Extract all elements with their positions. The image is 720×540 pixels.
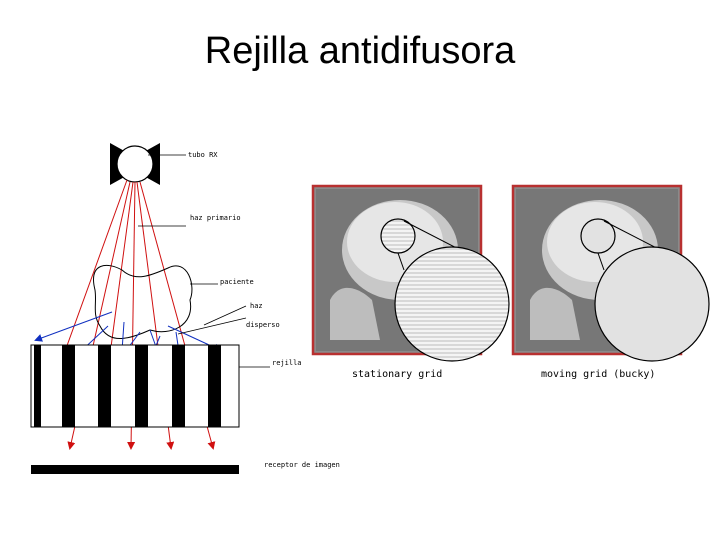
antiscatter-grid bbox=[31, 345, 239, 427]
xray-tube-icon bbox=[110, 143, 160, 185]
scatter-label-1: haz bbox=[250, 302, 263, 310]
receptor-label: receptor de imagen bbox=[264, 461, 340, 469]
moving-grid-image bbox=[513, 186, 709, 361]
stationary-grid-image bbox=[313, 186, 509, 361]
patient-label: paciente bbox=[220, 278, 254, 286]
moving-grid-caption: moving grid (bucky) bbox=[541, 369, 655, 380]
stationary-grid-caption: stationary grid bbox=[352, 369, 442, 380]
tube-label: tubo RX bbox=[188, 151, 218, 159]
primary-beam-label: haz primario bbox=[190, 214, 241, 222]
scatter-label-2: disperso bbox=[246, 321, 280, 329]
leader-lines bbox=[138, 155, 270, 367]
image-receptor bbox=[31, 465, 239, 474]
grid-label: rejilla bbox=[272, 359, 302, 367]
